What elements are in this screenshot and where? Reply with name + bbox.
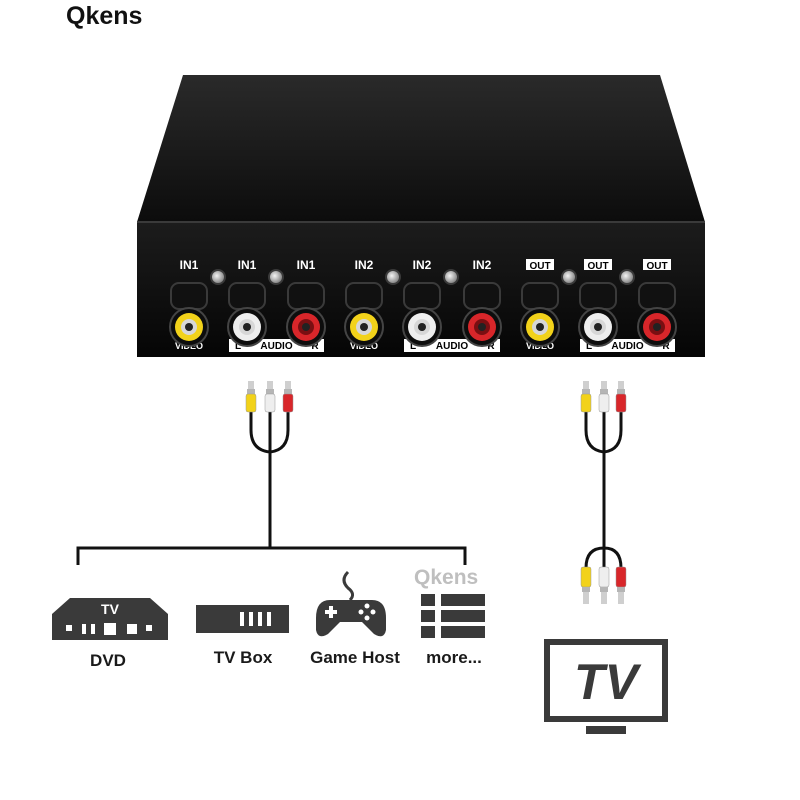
- screw-head: [621, 271, 633, 283]
- audio-group-label: AUDIO: [436, 341, 468, 352]
- rca-plug: [245, 381, 257, 413]
- input-cable: [76, 412, 467, 565]
- rca-jack-right[interactable]: [462, 282, 502, 347]
- rca-plug: [598, 566, 610, 604]
- rca-jack-left[interactable]: [578, 282, 618, 347]
- rca-jacks: [169, 269, 677, 347]
- rca-jack-left[interactable]: [402, 282, 442, 347]
- output-cable: [584, 412, 623, 569]
- device-label-more: more...: [426, 648, 482, 667]
- device-label-dvd: DVD: [90, 651, 126, 670]
- screw-head: [387, 271, 399, 283]
- tv-box-icon: [196, 605, 289, 633]
- audio-right-label: R: [487, 341, 495, 352]
- tv-icon: TV: [544, 639, 668, 734]
- input-label: IN2: [473, 258, 492, 272]
- screw-head: [563, 271, 575, 283]
- rca-plug: [580, 566, 592, 604]
- rca-jack-video[interactable]: [520, 282, 560, 347]
- output-label: OUT: [646, 261, 667, 272]
- device-label-game-host: Game Host: [310, 648, 400, 667]
- audio-left-label: L: [235, 341, 241, 352]
- audio-left-label: L: [410, 341, 416, 352]
- list-icon: [421, 594, 485, 638]
- rca-jack-right[interactable]: [286, 282, 326, 347]
- screw-head: [212, 271, 224, 283]
- screw-head: [270, 271, 282, 283]
- input-label: IN2: [355, 258, 374, 272]
- watermark-text: Qkens: [414, 566, 479, 589]
- device-label-tv-box: TV Box: [213, 648, 273, 667]
- rca-jack-right[interactable]: [637, 282, 677, 347]
- input-label: IN1: [297, 258, 316, 272]
- out-label-bg: [584, 259, 612, 270]
- audio-left-label: L: [586, 341, 592, 352]
- rca-plug: [615, 566, 627, 604]
- rca-plug: [580, 381, 592, 413]
- audio-right-label: R: [311, 341, 319, 352]
- audio-group-label: AUDIO: [260, 341, 292, 352]
- gamepad-icon: [316, 570, 386, 637]
- input-label: IN1: [180, 258, 199, 272]
- input-plugs: [245, 381, 294, 413]
- output-label: OUT: [587, 261, 608, 272]
- output-plugs: [580, 381, 627, 604]
- output-label: OUT: [529, 261, 550, 272]
- out-label-bg: [643, 259, 671, 270]
- rca-plug: [264, 381, 276, 413]
- dvd-icon-text: TV: [101, 601, 120, 617]
- input-label: IN1: [238, 258, 257, 272]
- audio-right-label: R: [662, 341, 670, 352]
- screw-head: [445, 271, 457, 283]
- rca-jack-left[interactable]: [227, 282, 267, 347]
- rca-plug: [615, 381, 627, 413]
- dvd-player-icon: TV: [52, 598, 168, 640]
- tv-icon-label: TV: [574, 654, 642, 710]
- audio-group-label: AUDIO: [611, 341, 643, 352]
- rca-plug: [598, 381, 610, 413]
- rca-plug: [282, 381, 294, 413]
- input-label: IN2: [413, 258, 432, 272]
- brand-title: Qkens: [66, 2, 143, 30]
- out-label-bg: [526, 259, 554, 270]
- box-top: [137, 75, 705, 222]
- rca-jack-video[interactable]: [169, 282, 209, 347]
- rca-jack-video[interactable]: [344, 282, 384, 347]
